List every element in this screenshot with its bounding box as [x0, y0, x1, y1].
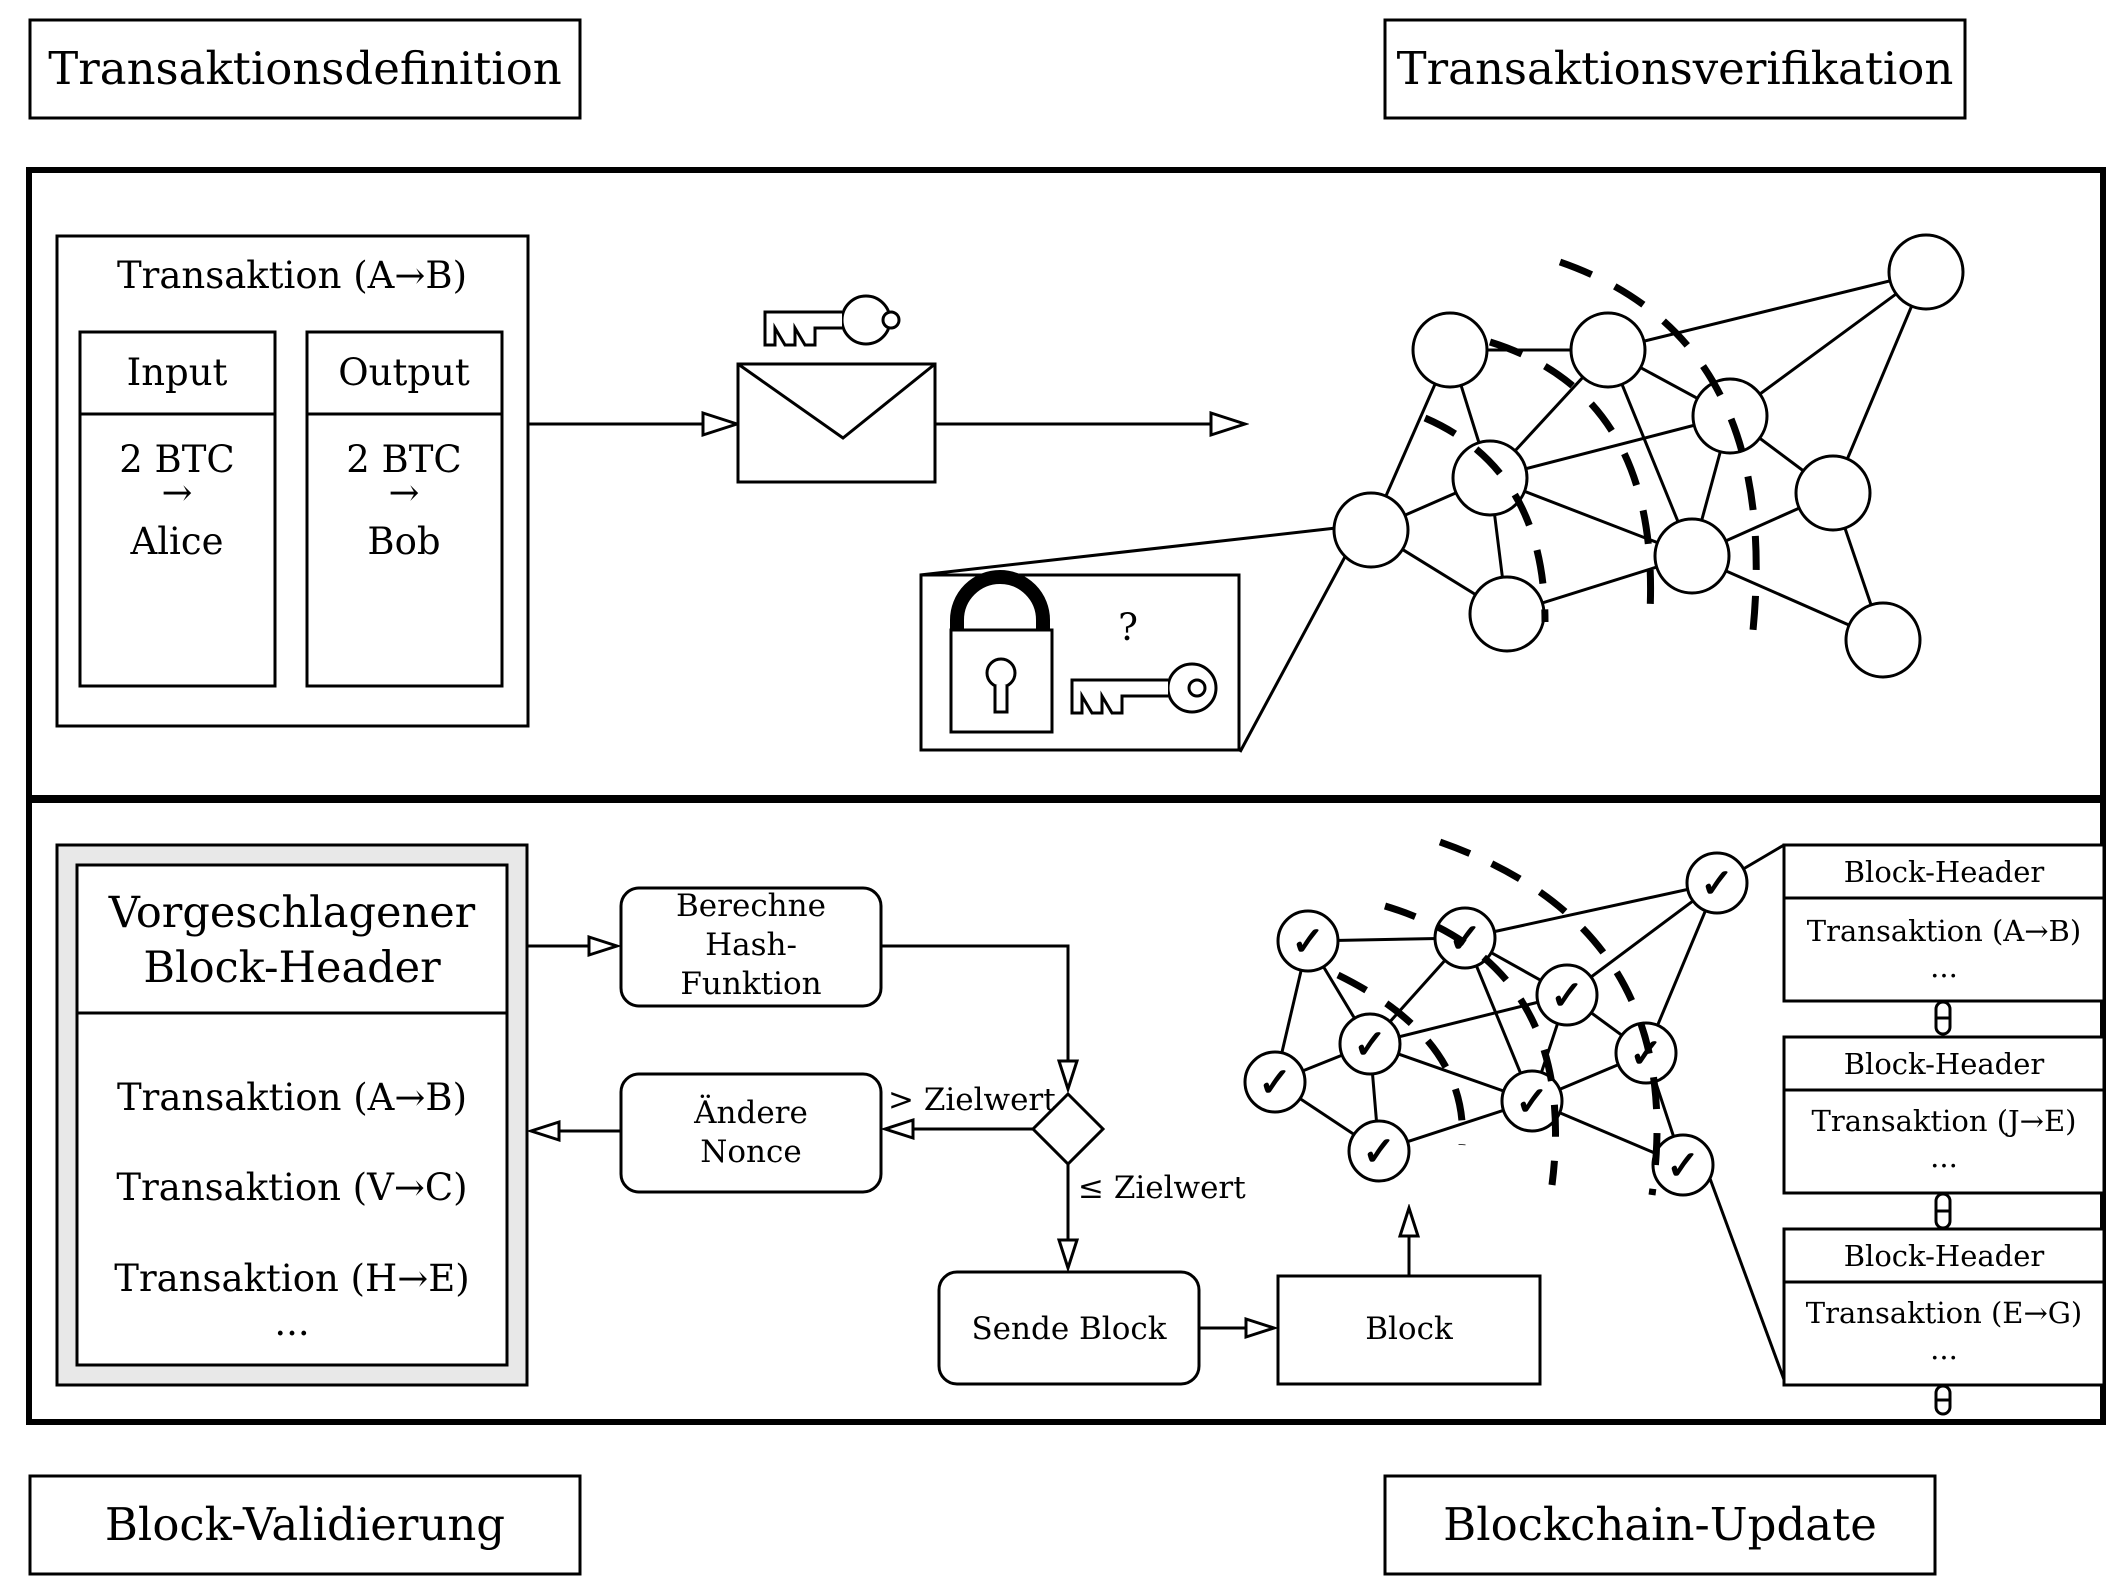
network-node [1451, 439, 1529, 517]
network-node [1433, 906, 1497, 970]
transaction-title: Transaktion (A→B) [117, 254, 467, 297]
caption-text: Transaktionsdefinition [48, 42, 562, 95]
chain-block-transaction: Transaktion (A→B) [1807, 914, 2081, 948]
hash-function-box: Berechne Hash- Funktion [619, 886, 883, 1008]
proposed-transaction: Transaktion (H→E) [114, 1257, 469, 1300]
network-node [1332, 491, 1410, 569]
check-icon: ✓ [1291, 918, 1325, 965]
send-block-box: Sende Block [937, 1270, 1201, 1386]
caption-block-validierung: Block-Validierung [28, 1474, 582, 1576]
caption-text: Blockchain-Update [1443, 1498, 1877, 1551]
network-node [1500, 1069, 1564, 1133]
chain-block: Block-Header Transaktion (A→B) ... [1782, 843, 2106, 1003]
input-header: Input [127, 351, 228, 394]
check-icon: ✓ [1550, 972, 1584, 1019]
network-node [1276, 909, 1340, 973]
padlock-icon [949, 570, 1054, 734]
input-party: Alice [129, 520, 223, 563]
network-node [1347, 1119, 1411, 1183]
hash-label: Hash- [705, 927, 797, 963]
above-target-label: > Zielwert [888, 1082, 1056, 1118]
question-mark: ? [1118, 606, 1138, 649]
chain-block-header: Block-Header [1844, 855, 2045, 889]
chain-block-ellipsis: ... [1930, 1332, 1958, 1366]
check-icon: ✓ [1700, 860, 1734, 907]
envelope-icon [736, 362, 937, 484]
hash-label: Funktion [680, 966, 821, 1002]
chain-block-transaction: Transaktion (E→G) [1806, 1296, 2082, 1330]
network-node [1794, 454, 1872, 532]
chain-link-icon [1934, 1384, 1952, 1416]
nonce-label: Ändere [693, 1093, 808, 1131]
send-block-label: Sende Block [971, 1311, 1166, 1347]
check-icon: ✓ [1515, 1078, 1549, 1125]
network-node [1468, 575, 1546, 653]
network-node [1691, 377, 1769, 455]
propagation-waves [1336, 838, 1661, 1196]
output-party: Bob [367, 520, 440, 563]
network-node [1569, 311, 1647, 389]
input-arrow: → [161, 471, 192, 514]
transaction-box: Transaktion (A→B) Input 2 BTC → Alice Ou… [55, 234, 530, 728]
check-icon: ✓ [1353, 1021, 1387, 1068]
chain-link-icon [1934, 1000, 1952, 1036]
network-node [1844, 601, 1922, 679]
network-node [1535, 963, 1599, 1027]
network-node [1338, 1012, 1402, 1076]
proposed-block-title: Vorgeschlagener [108, 888, 476, 938]
block-box: Block [1276, 1274, 1542, 1386]
check-icon: ✓ [1666, 1142, 1700, 1189]
chain-block-ellipsis: ... [1930, 1140, 1958, 1174]
callout-line-bottom [1703, 1164, 1788, 1386]
network-node [1651, 1133, 1715, 1197]
check-icon: ✓ [1258, 1059, 1292, 1106]
check-icon: ✓ [1362, 1128, 1396, 1175]
output-arrow: → [388, 471, 419, 514]
callout-line-bottom [1238, 539, 1356, 753]
output-column [305, 330, 504, 688]
arrow-to-decision [881, 944, 1068, 1089]
chain-block-header: Block-Header [1844, 1047, 2045, 1081]
hash-label: Berechne [676, 888, 826, 924]
propagation-waves [1423, 258, 1760, 641]
key-icon [1070, 662, 1218, 715]
proposed-transaction: Transaktion (A→B) [117, 1076, 467, 1119]
chain-block: Block-Header Transaktion (J→E) ... [1782, 1035, 2106, 1195]
input-amount: 2 BTC [119, 438, 234, 481]
network-node [1685, 851, 1749, 915]
nonce-label: Nonce [700, 1134, 801, 1170]
chain-link-icon [1934, 1192, 1952, 1230]
caption-text: Block-Validierung [105, 1498, 505, 1551]
chain-block-ellipsis: ... [1930, 950, 1958, 984]
network-icon [1332, 233, 1965, 679]
chain-block-header: Block-Header [1844, 1239, 2045, 1273]
output-amount: 2 BTC [346, 438, 461, 481]
output-header: Output [338, 351, 470, 394]
caption-transaktionsverifikation: Transaktionsverifikation [1383, 18, 1967, 120]
proposed-transaction: Transaktion (V→C) [116, 1166, 467, 1209]
change-nonce-box: Ändere Nonce [619, 1072, 883, 1194]
callout-line-top [919, 526, 1337, 577]
network-node [1887, 233, 1965, 311]
below-target-label: ≤ Zielwert [1078, 1170, 1246, 1206]
network-node [1653, 517, 1731, 595]
caption-blockchain-update: Blockchain-Update [1383, 1474, 1937, 1576]
caption-transaktionsdefinition: Transaktionsdefinition [28, 18, 582, 120]
block-label: Block [1365, 1311, 1453, 1347]
caption-text: Transaktionsverifikation [1397, 42, 1954, 95]
proposed-ellipsis: ... [274, 1301, 309, 1344]
proposed-block-title: Block-Header [143, 943, 441, 993]
blockchain: Block-Header Transaktion (A→B) ... Block… [1782, 843, 2106, 1416]
network-node [1411, 311, 1489, 389]
verification-inset: ? [919, 570, 1241, 752]
key-icon [763, 294, 901, 347]
chain-block: Block-Header Transaktion (E→G) ... [1782, 1227, 2106, 1387]
network-node [1243, 1050, 1307, 1114]
chain-block-transaction: Transaktion (J→E) [1812, 1104, 2077, 1138]
proposed-block: Vorgeschlagener Block-Header Transaktion… [55, 843, 529, 1387]
input-column [78, 330, 277, 688]
